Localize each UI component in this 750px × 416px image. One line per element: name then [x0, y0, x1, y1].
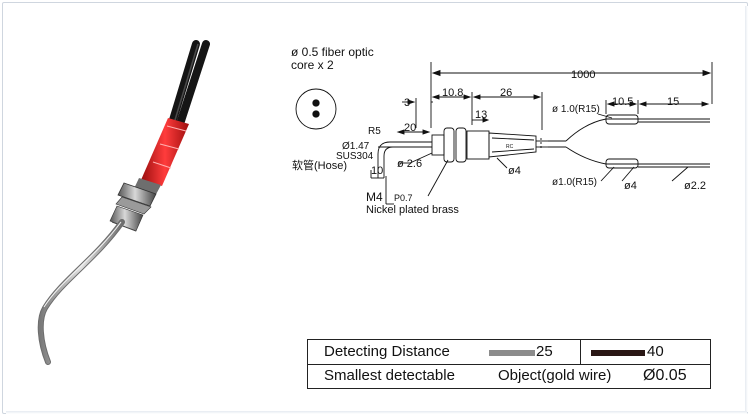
phi-2-2-label: ø2.2	[684, 180, 706, 192]
dim-10-8-label: 10.8	[442, 87, 463, 99]
dim-3-label: 3	[404, 97, 410, 109]
detecting-distance-label: Detecting Distance	[324, 343, 450, 360]
fiber-cables	[169, 40, 210, 128]
bent-probe	[37, 219, 125, 365]
m4-label: M4	[366, 190, 383, 204]
r5-label: R5	[368, 126, 381, 137]
dim-total-line	[430, 62, 713, 128]
frame-shadow-right	[745, 6, 748, 412]
dim-branch-lengths	[605, 100, 710, 114]
phi-1-47-label: Ø1.47	[342, 141, 370, 152]
nickel-label: Nickel plated brass	[366, 204, 459, 216]
dim-20	[396, 129, 431, 135]
smallest-object-row: Smallest detectable Object(gold wire) Ø0…	[308, 364, 710, 388]
leader-lines	[370, 113, 689, 205]
dim-13-label: 13	[475, 109, 487, 121]
phi-2-6-label: ø 2.6	[397, 158, 422, 170]
red-sleeve	[141, 118, 189, 186]
dim-10-5-label: 10.5	[612, 96, 633, 108]
smallest-detectable-label: Smallest detectable	[324, 367, 455, 384]
detecting-distance-row: Detecting Distance 25 40	[308, 340, 710, 365]
phi-1-0-bottom-label: ø1.0(R15)	[552, 177, 597, 188]
p07-label: P0.7	[394, 193, 413, 203]
fiber-note-line1: ø 0.5 fiber optic	[291, 45, 374, 59]
spec-table: Detecting Distance 25 40 Smallest detect…	[307, 339, 711, 389]
dark-sample-bar	[591, 350, 645, 356]
object-label: Object(gold wire)	[498, 367, 612, 384]
dim-26-label: 26	[500, 87, 512, 99]
drawing-labels: ø 0.5 fiber optic core x 2 1000 3 10.8 2…	[291, 45, 706, 216]
distance-dark-value: 40	[647, 343, 664, 360]
phi-4-head-label: ø4	[508, 165, 521, 177]
distance-gray-value: 25	[536, 343, 553, 360]
min-object-value: Ø0.05	[643, 367, 687, 384]
fiber-branches	[565, 114, 710, 169]
dim-total-label: 1000	[571, 69, 595, 81]
frame-shadow-bottom	[6, 411, 747, 414]
phi-1-0-top-label: ø 1.0(R15)	[552, 104, 600, 115]
dim-10-label: 10	[371, 165, 383, 177]
column-divider	[580, 340, 581, 364]
body-marking: RC	[506, 144, 514, 150]
dim-upper-chain	[402, 92, 543, 130]
gray-sample-bar	[489, 350, 535, 356]
fiber-note-line2: core x 2	[291, 58, 334, 72]
threaded-body	[109, 178, 161, 232]
dim-20-label: 20	[404, 122, 416, 134]
hose-label: 软管(Hose)	[292, 158, 347, 172]
sus304-label: SUS304	[336, 151, 374, 162]
dim-15-label: 15	[667, 96, 679, 108]
sensor-head-drawing	[377, 127, 566, 178]
phi-4-branch-label: ø4	[624, 180, 637, 192]
fiber-cross-section	[295, 88, 337, 130]
